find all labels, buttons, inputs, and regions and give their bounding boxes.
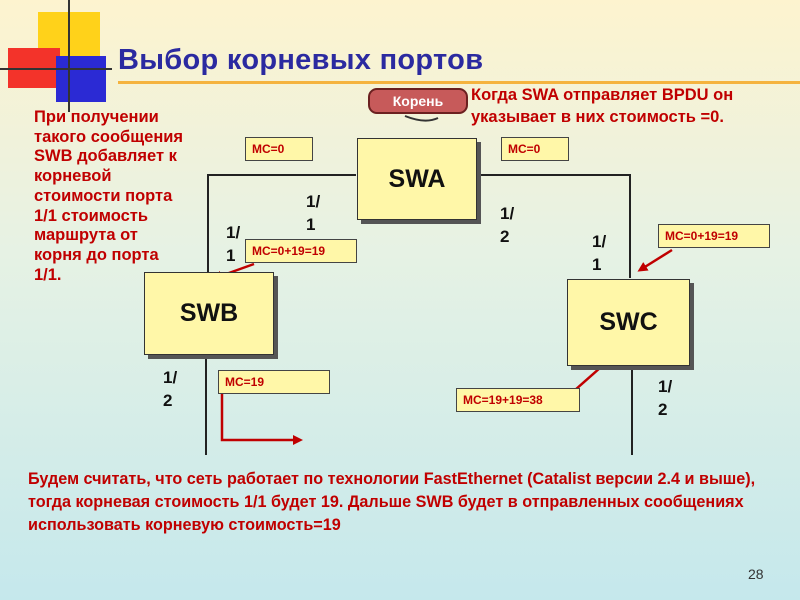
slide-title: Выбор корневых портов	[118, 44, 484, 76]
arrow-from-swb	[220, 392, 303, 445]
deco-blue-square	[56, 56, 106, 102]
network-links	[205, 174, 633, 455]
deco-vertical-line	[68, 0, 70, 112]
top-note-line: указывает в них стоимость =0.	[471, 108, 724, 126]
port-label-line: 1/	[226, 223, 241, 242]
cost-box-swa-right: MC=0	[501, 137, 569, 161]
cost-box-swb-received: MC=0+19=19	[245, 239, 357, 263]
port-label-line: 1/	[500, 204, 515, 223]
cost-box-swa-left: MC=0	[245, 137, 313, 161]
port-label-swc-top: 1/ 1	[592, 230, 612, 276]
port-label-swb-top: 1/ 1	[226, 221, 246, 267]
port-label-swa-right: 1/ 2	[500, 202, 520, 248]
cost-box-swb-sent: MC=19	[218, 370, 330, 394]
port-label-swb-bottom: 1/ 2	[163, 366, 183, 412]
port-label-line: 1	[592, 255, 602, 274]
bottom-note: Будем считать, что сеть работает по техн…	[28, 470, 756, 534]
root-badge: Корень	[368, 88, 468, 114]
port-label-line: 1/	[658, 377, 673, 396]
switch-swb: SWB	[144, 272, 274, 355]
page-number: 28	[748, 566, 764, 582]
top-note-line: Когда SWA отправляет BPDU он	[471, 86, 734, 104]
cost-box-swc-sent: MC=19+19=38	[456, 388, 580, 412]
arrow-to-swc	[637, 248, 673, 272]
port-label-line: 1	[306, 215, 316, 234]
port-label-swc-bottom: 1/ 2	[658, 375, 678, 421]
left-note: При получении такого сообщения SWB добав…	[34, 108, 184, 284]
title-underline	[118, 81, 800, 84]
switch-swc: SWC	[567, 279, 690, 366]
deco-horizontal-line	[0, 68, 112, 70]
port-label-line: 2	[658, 400, 668, 419]
cost-box-swc-received: MC=0+19=19	[658, 224, 770, 248]
switch-swa: SWA	[357, 138, 477, 220]
top-note: Когда SWA отправляет BPDU он указывает в…	[471, 84, 800, 128]
root-pointer-arrow	[404, 115, 439, 122]
port-label-line: 2	[163, 391, 173, 410]
port-label-line: 1	[226, 246, 236, 265]
port-label-line: 1/	[163, 368, 178, 387]
port-label-line: 1/	[306, 192, 321, 211]
port-label-swa-left: 1/ 1	[306, 190, 326, 236]
port-label-line: 1/	[592, 232, 607, 251]
port-label-line: 2	[500, 227, 510, 246]
